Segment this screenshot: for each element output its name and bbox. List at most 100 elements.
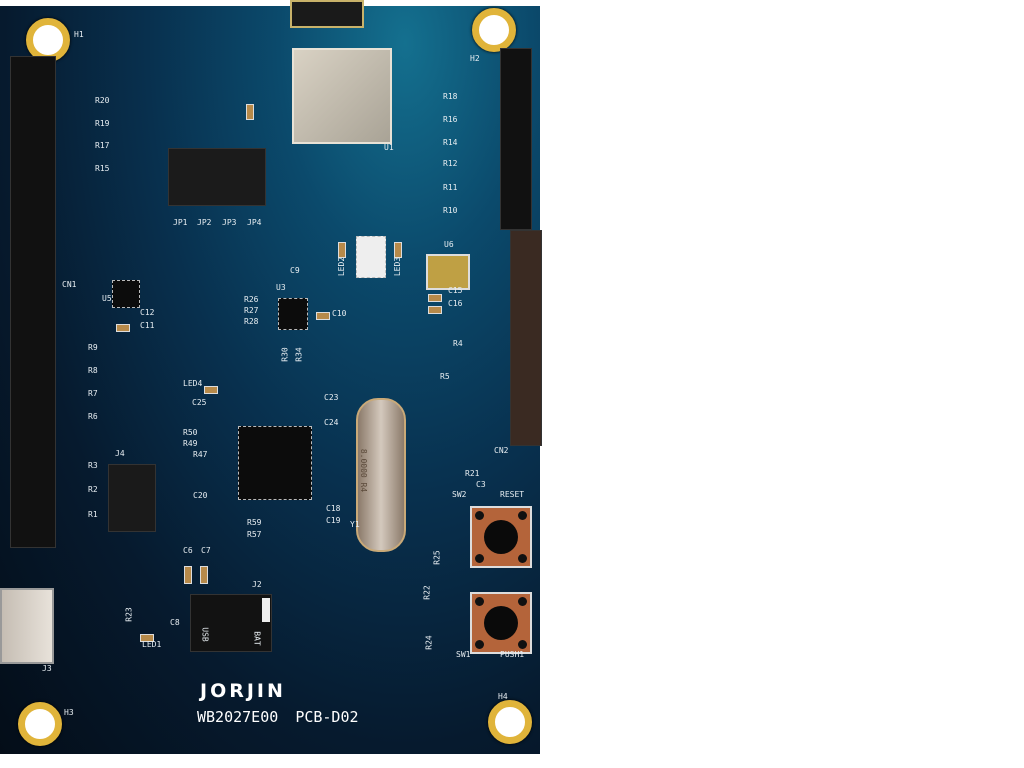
label-r27: R27	[244, 306, 259, 315]
label-jp1: JP1	[173, 218, 188, 227]
label-r7: R7	[88, 389, 98, 398]
label-r28: R28	[244, 317, 259, 326]
switch-j2	[190, 594, 272, 652]
label-r4: R4	[453, 339, 463, 348]
label-r5: R5	[440, 372, 450, 381]
chip-u5	[112, 280, 140, 308]
label-c10: C10	[332, 309, 347, 318]
label-c8: C8	[170, 618, 180, 627]
label-c7: C7	[201, 546, 211, 555]
capacitor	[428, 306, 442, 314]
label-u1: U1	[384, 143, 394, 152]
capacitor	[184, 566, 192, 584]
label-led2: LED2	[337, 256, 347, 277]
jorjin-logo: JORJIN	[200, 680, 286, 702]
header-j4	[108, 464, 156, 532]
label-r57: R57	[247, 530, 262, 539]
label-r10: R10	[443, 206, 458, 215]
label-j4: J4	[115, 449, 125, 458]
label-cn1: CN1	[62, 280, 77, 289]
label-r25: R25	[432, 550, 442, 565]
capacitor	[116, 324, 130, 332]
label-r49: R49	[183, 439, 198, 448]
capacitor	[428, 294, 442, 302]
label-u3: U3	[276, 283, 286, 292]
label-c23: C23	[324, 393, 339, 402]
crystal-marking: 8.0000 R4	[359, 448, 369, 493]
label-r50: R50	[183, 428, 198, 437]
led	[140, 634, 154, 642]
label-r47: R47	[193, 450, 208, 459]
label-c6: C6	[183, 546, 193, 555]
board-model: WB2027E00	[197, 708, 279, 726]
label-h2: H2	[470, 54, 480, 63]
capacitor	[316, 312, 330, 320]
label-usb: USB	[200, 627, 210, 642]
reset-button[interactable]	[470, 506, 532, 568]
label-r19: R19	[95, 119, 110, 128]
label-c20: C20	[193, 491, 208, 500]
label-c11: C11	[140, 321, 155, 330]
label-r21: R21	[465, 469, 480, 478]
main-mcu	[238, 426, 312, 500]
label-c18: C18	[326, 504, 341, 513]
crystal-y1	[356, 398, 406, 552]
mounting-hole-h2	[472, 8, 516, 52]
label-r59: R59	[247, 518, 262, 527]
label-r8: R8	[88, 366, 98, 375]
label-r14: R14	[443, 138, 458, 147]
switch-slider[interactable]	[262, 598, 270, 622]
right-pin-header-top	[500, 48, 532, 230]
led	[204, 386, 218, 394]
label-c24: C24	[324, 418, 339, 427]
label-r22: R22	[422, 585, 432, 600]
board-revision: PCB-D02	[295, 708, 359, 726]
label-r34: R34	[294, 347, 304, 362]
label-cn2: CN2	[494, 446, 509, 455]
label-push: PUSH1	[500, 650, 525, 659]
antenna-strip	[290, 0, 364, 28]
label-r9: R9	[88, 343, 98, 352]
label-r18: R18	[443, 92, 458, 101]
label-c19: C19	[326, 516, 341, 525]
push-button[interactable]	[470, 592, 532, 654]
label-led4: LED4	[183, 379, 203, 388]
label-u6: U6	[444, 240, 454, 249]
label-bat: BAT	[252, 631, 262, 646]
label-jp3: JP3	[222, 218, 237, 227]
left-pin-header-cn1	[10, 56, 56, 548]
label-led3: LED3	[393, 256, 403, 277]
label-u4: U4	[368, 270, 378, 279]
label-sw1: SW1	[456, 650, 471, 659]
label-c3: C3	[476, 480, 486, 489]
label-h3: H3	[64, 708, 74, 717]
label-r15: R15	[95, 164, 110, 173]
label-reset: RESET	[500, 490, 525, 499]
label-y1: Y1	[350, 520, 360, 529]
label-h4: H4	[498, 692, 508, 701]
chip-u3	[278, 298, 308, 330]
mounting-hole-h3	[18, 702, 62, 746]
label-r1: R1	[88, 510, 98, 519]
label-j2: J2	[252, 580, 262, 589]
led	[338, 242, 346, 258]
label-c16: C16	[448, 299, 463, 308]
mounting-hole-h4	[488, 700, 532, 744]
capacitor	[200, 566, 208, 584]
label-r20: R20	[95, 96, 110, 105]
label-r23: R23	[124, 607, 134, 622]
microphone-u6	[426, 254, 470, 290]
pcb-board: 8.0000 R4	[0, 0, 542, 754]
label-h1: H1	[74, 30, 84, 39]
label-r26: R26	[244, 295, 259, 304]
label-r24: R24	[424, 635, 434, 650]
label-r17: R17	[95, 141, 110, 150]
label-r6: R6	[88, 412, 98, 421]
board-name: WB2027E00 PCB-D02	[197, 708, 359, 726]
label-r11: R11	[443, 183, 458, 192]
label-r3: R3	[88, 461, 98, 470]
label-r2: R2	[88, 485, 98, 494]
label-r30: R30	[280, 347, 290, 362]
label-jp4: JP4	[247, 218, 262, 227]
capacitor	[246, 104, 254, 120]
